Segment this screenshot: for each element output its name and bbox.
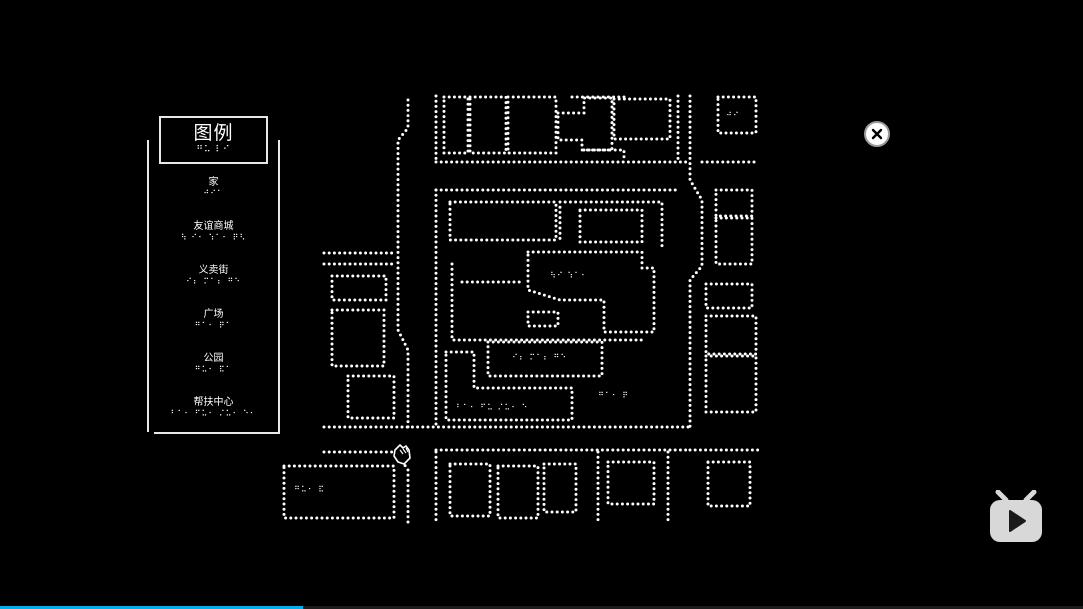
map-label-square: ⠛⠁⠂ ⠟: [598, 391, 629, 400]
map-building-west-2: [330, 308, 386, 368]
map-street-west-vertical: [396, 98, 410, 430]
map-building-bottom-1: [448, 462, 492, 518]
legend-item-braille: ⠛⠥⠂ ⠯⠁: [194, 365, 233, 374]
legend-item-mall: 友谊商城 ⠳ ⠊⠂ ⠱⠁⠂ ⠟⠣: [149, 220, 278, 264]
map-label-charity-street: ⠊⠆ ⠍⠁⠆ ⠛⠑: [512, 353, 567, 362]
legend-item-square: 广场 ⠛⠁⠂ ⠟⠁: [149, 308, 278, 352]
map-building-east-2: [714, 216, 754, 266]
map-building-top-4: [556, 96, 614, 152]
map-building-park: [282, 464, 396, 520]
map-building-bottom-2: [496, 464, 540, 520]
map-building-east-1: [714, 188, 754, 218]
legend-title-braille: ⠛⠥ ⠇⠊: [196, 145, 231, 155]
close-icon: [871, 128, 883, 140]
legend-item-label: 义卖街: [198, 265, 229, 276]
map-building-top-6: [570, 95, 626, 162]
legend-item-label: 广场: [203, 309, 224, 320]
legend-item-label: 家: [208, 177, 219, 188]
legend-item-park: 公园 ⠛⠥⠂ ⠯⠁: [149, 352, 278, 396]
legend-title: 图例: [193, 122, 234, 144]
map-building-home: [716, 95, 758, 135]
map-building-central-1: [448, 200, 558, 242]
video-progress-bar[interactable]: [0, 606, 1083, 609]
legend-item-label: 友谊商城: [193, 221, 234, 232]
map-label-help-center: ⠃⠁⠂ ⠋⠥ ⠌⠥⠂ ⠑: [456, 403, 528, 412]
video-progress-fill: [0, 606, 304, 609]
legend-item-braille: ⠃⠁⠂ ⠋⠥⠂ ⠌⠥⠂ ⠑⠂: [170, 409, 257, 418]
map-street-east-vertical: [688, 94, 704, 432]
map-building-charity-street: [486, 340, 604, 378]
legend-item-braille: ⠛⠁⠂ ⠟⠁: [194, 321, 233, 330]
map-label-home: ⠚⠊: [726, 111, 740, 120]
legend-panel: [147, 140, 280, 432]
map-building-mall-outline: [526, 250, 656, 334]
map-label-mall: ⠳⠊ ⠱⠁⠂: [550, 271, 588, 280]
legend-item-braille: ⠊⠆ ⠍⠁⠆ ⠛⠑: [185, 277, 242, 286]
map-building-top-3: [506, 95, 558, 155]
map-building-west-3: [346, 374, 396, 420]
legend-item-braille: ⠚⠊⠁: [203, 189, 224, 198]
map-building-top-2: [468, 95, 508, 155]
legend-bottom-line: [154, 432, 280, 434]
map-building-central-3: [558, 200, 664, 252]
legend-item-charity-street: 义卖街 ⠊⠆ ⠍⠁⠆ ⠛⠑: [149, 264, 278, 308]
map-label-park: ⠛⠥⠂ ⠯: [294, 485, 325, 494]
legend-title-box: 图例 ⠛⠥ ⠇⠊: [159, 116, 268, 164]
map-building-central-left: [450, 262, 644, 342]
map-building-central-2: [578, 208, 644, 244]
hand-cursor-icon: [393, 444, 411, 465]
map-building-help-center: [444, 350, 574, 422]
tv-play-icon: [990, 490, 1042, 542]
legend-item-label: 帮扶中心: [193, 397, 234, 408]
legend-item-home: 家 ⠚⠊⠁: [149, 176, 278, 220]
map-building-bottom-5: [706, 460, 752, 508]
legend-item-help-center: 帮扶中心 ⠃⠁⠂ ⠋⠥⠂ ⠌⠥⠂ ⠑⠂: [149, 396, 278, 440]
map-building-bottom-3: [542, 462, 578, 514]
map-building-central-small: [526, 310, 560, 328]
legend-item-label: 公园: [203, 353, 224, 364]
legend-item-braille: ⠳ ⠊⠂ ⠱⠁⠂ ⠟⠣: [180, 233, 247, 242]
close-button[interactable]: [864, 121, 890, 147]
map-building-top-5: [612, 97, 672, 141]
map-building-west-1: [330, 274, 388, 302]
legend-list: 家 ⠚⠊⠁ 友谊商城 ⠳ ⠊⠂ ⠱⠁⠂ ⠟⠣ 义卖街 ⠊⠆ ⠍⠁⠆ ⠛⠑ 广场 …: [149, 176, 278, 440]
map-building-east-3: [704, 282, 754, 310]
map-building-east-4: [704, 314, 758, 356]
map-building-top-1: [442, 95, 470, 155]
map-building-east-5: [704, 354, 758, 414]
map-building-bottom-4: [606, 460, 656, 506]
